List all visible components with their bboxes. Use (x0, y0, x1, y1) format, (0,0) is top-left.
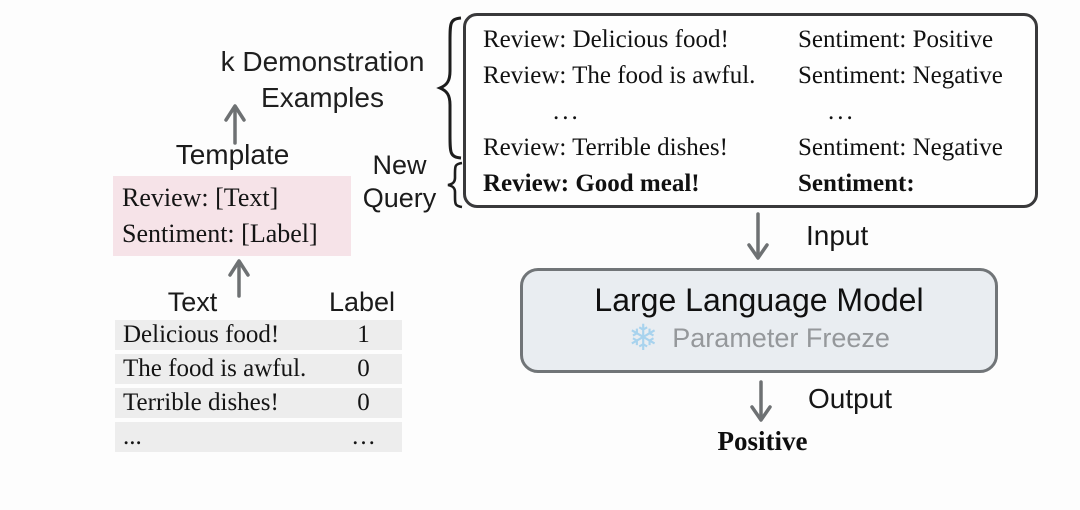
prompt-row: Review: The food is awful. Sentiment: Ne… (483, 58, 1035, 94)
template-review-line: Review: [Text] (122, 183, 279, 212)
dataset-table: Delicious food! 1 The food is awful. 0 T… (115, 320, 402, 456)
prompt-review: Review: The food is awful. (483, 62, 756, 89)
llm-subtitle: ❄ Parameter Freeze (523, 320, 995, 356)
output-label: Output (808, 383, 893, 414)
llm-title: Large Language Model (594, 282, 924, 318)
prompt-sentiment: Sentiment: Positive (798, 26, 994, 53)
input-label: Input (806, 220, 869, 251)
prompt-sentiment: Sentiment: Negative (798, 134, 1003, 161)
parameter-freeze-label: Parameter Freeze (672, 322, 890, 353)
template-label: Template (175, 139, 290, 170)
table-header-label: Label (328, 287, 396, 317)
prompt-review: Review: Terrible dishes! (483, 134, 728, 161)
prompt-review-ellipsis: ... (553, 98, 581, 125)
brace-new-query-icon (447, 161, 463, 209)
prompt-row-query: Review: Good meal! Sentiment: (483, 166, 1035, 202)
prompt-row: Review: Delicious food! Sentiment: Posit… (483, 22, 1035, 58)
prompt-review: Review: Good meal! (483, 170, 700, 197)
result-label: Positive (717, 426, 808, 456)
new-query-line1: New (372, 150, 427, 180)
arrow-up-template-icon (224, 104, 246, 145)
table-cell-label: 1 (357, 321, 372, 348)
arrow-up-table-icon (228, 259, 250, 298)
table-row: Terrible dishes! 0 (115, 388, 402, 418)
arrow-down-input-icon (747, 212, 769, 260)
k-demonstration-line2: Examples (261, 82, 384, 113)
snowflake-icon: ❄ (628, 317, 659, 358)
llm-box: Large Language Model ❄ Parameter Freeze (520, 268, 998, 373)
prompt-review: Review: Delicious food! (483, 26, 729, 53)
template-sentiment-line: Sentiment: [Label] (122, 219, 318, 248)
table-cell-text: ... (123, 423, 142, 450)
prompt-box: Review: Delicious food! Sentiment: Posit… (463, 13, 1038, 208)
prompt-sentiment: Sentiment: Negative (798, 62, 1003, 89)
new-query-label: New Query (352, 149, 447, 215)
k-demonstration-label: k Demonstration Examples (200, 44, 445, 116)
template-box: Review: [Text] Sentiment: [Label] (113, 176, 351, 256)
prompt-row-ellipsis: ... ... (483, 94, 1035, 130)
prompt-row: Review: Terrible dishes! Sentiment: Nega… (483, 130, 1035, 166)
brace-demonstrations-icon (436, 16, 462, 160)
table-row: ... ... (115, 422, 402, 452)
prompt-sentiment-ellipsis: ... (828, 98, 856, 125)
table-cell-text: Delicious food! (123, 321, 280, 348)
arrow-down-output-icon (750, 380, 772, 422)
new-query-line2: Query (362, 183, 437, 213)
prompt-sentiment: Sentiment: (798, 170, 915, 197)
table-cell-label: 0 (357, 389, 372, 416)
table-cell-label: ... (352, 423, 377, 450)
table-cell-text: The food is awful. (123, 355, 307, 382)
table-cell-text: Terrible dishes! (123, 389, 279, 416)
table-cell-label: 0 (357, 355, 372, 382)
table-header-text: Text (167, 287, 218, 317)
k-demonstration-line1: k Demonstration (220, 46, 425, 77)
table-row: Delicious food! 1 (115, 320, 402, 350)
table-row: The food is awful. 0 (115, 354, 402, 384)
